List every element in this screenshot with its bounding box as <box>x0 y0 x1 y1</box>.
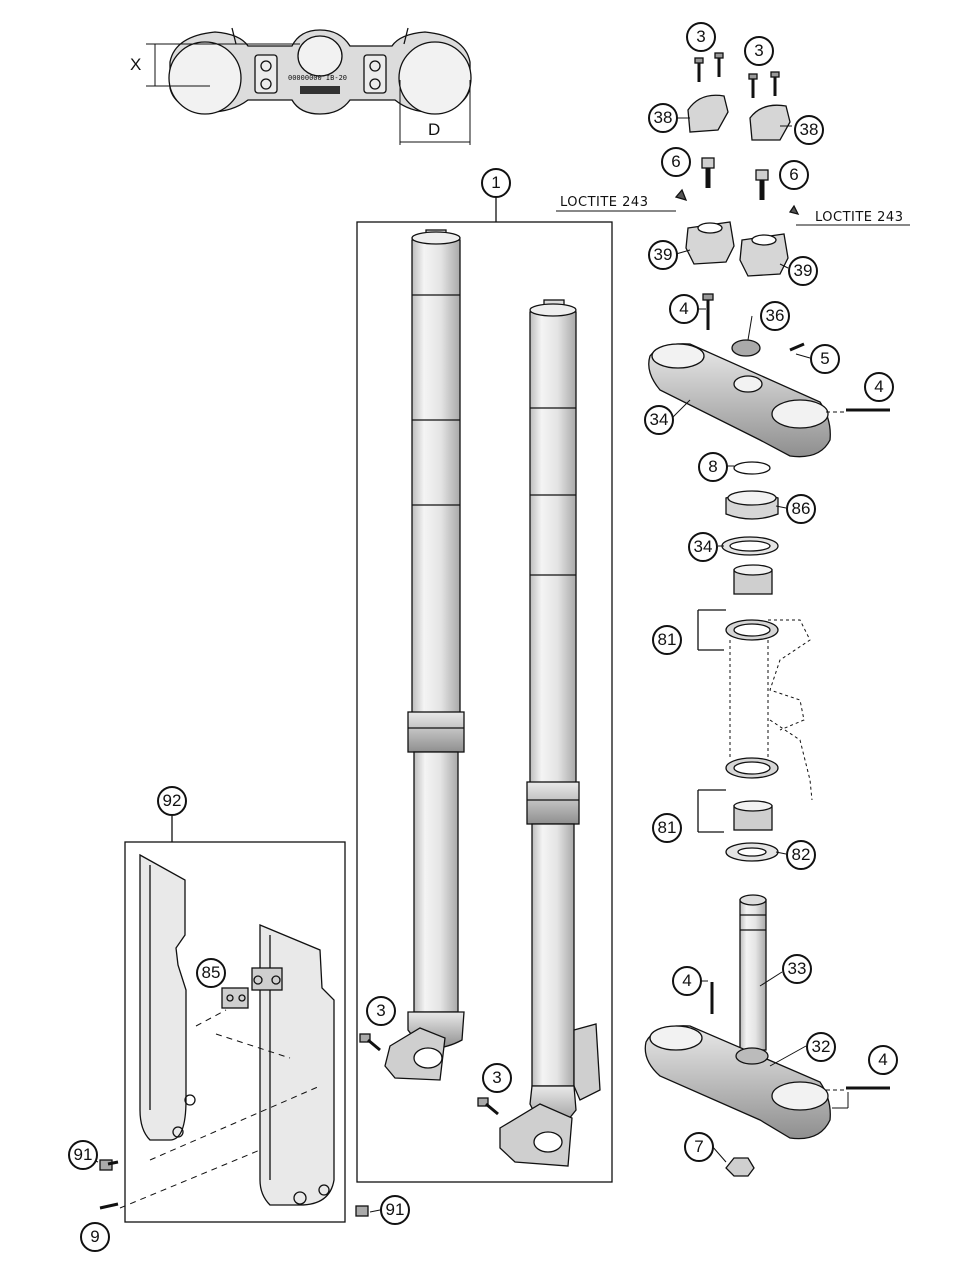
loctite-note-left: LOCTITE 243 <box>560 195 649 210</box>
top-clamp-detail <box>146 27 472 145</box>
fork-guard-group-frame <box>124 841 346 1223</box>
callout-81: 81 <box>652 813 682 843</box>
right-fork-guard <box>251 924 335 1206</box>
callout-34: 34 <box>688 532 718 562</box>
bar-clamp-caps-38 <box>687 94 791 141</box>
callout-38: 38 <box>648 103 678 133</box>
clamp-marking: 00000000 IB-20 <box>288 74 348 82</box>
callout-82: 82 <box>786 840 816 870</box>
loctite-note-right: LOCTITE 243 <box>815 210 904 225</box>
upper-triple-clamp-34 <box>648 293 890 458</box>
dimension-d-label: D <box>428 120 441 139</box>
callout-4: 4 <box>864 372 894 402</box>
callout-7: 7 <box>684 1132 714 1162</box>
leader-lines <box>83 117 811 1213</box>
callout-3: 3 <box>366 996 396 1026</box>
steering-bearings <box>697 461 813 862</box>
callout-4: 4 <box>868 1045 898 1075</box>
callout-33: 33 <box>782 954 812 984</box>
bar-clamps-39 <box>685 221 789 277</box>
callout-6: 6 <box>779 160 809 190</box>
guard-bolts <box>99 1159 369 1217</box>
left-fork-guard <box>139 853 196 1141</box>
callout-39: 39 <box>648 240 678 270</box>
callout-5: 5 <box>810 344 840 374</box>
callout-39: 39 <box>788 256 818 286</box>
bar-clamp-screws-6 <box>556 157 910 226</box>
callout-38: 38 <box>794 115 824 145</box>
callout-3: 3 <box>744 36 774 66</box>
callout-36: 36 <box>760 301 790 331</box>
axle-clamp-bolts <box>359 1033 499 1116</box>
callout-3: 3 <box>482 1063 512 1093</box>
callout-8: 8 <box>698 452 728 482</box>
callout-1: 1 <box>481 168 511 198</box>
callout-4: 4 <box>672 966 702 996</box>
callout-34: 34 <box>644 405 674 435</box>
dimension-x-label: X <box>130 55 142 74</box>
callout-6: 6 <box>661 147 691 177</box>
callout-3: 3 <box>686 22 716 52</box>
callout-86: 86 <box>786 494 816 524</box>
callout-32: 32 <box>806 1032 836 1062</box>
callout-81: 81 <box>652 625 682 655</box>
left-fork-leg <box>384 229 465 1081</box>
callout-4: 4 <box>669 294 699 324</box>
callout-92: 92 <box>157 786 187 816</box>
lower-triple-clamp-32 <box>644 894 890 1177</box>
callout-91: 91 <box>380 1195 410 1225</box>
callout-85: 85 <box>196 958 226 988</box>
right-fork-leg <box>499 299 601 1167</box>
guard-clamp-85 <box>221 987 249 1009</box>
callout-9: 9 <box>80 1222 110 1252</box>
clamp-screws-3 <box>694 52 780 98</box>
fork-group-frame <box>356 221 613 1183</box>
callout-91: 91 <box>68 1140 98 1170</box>
